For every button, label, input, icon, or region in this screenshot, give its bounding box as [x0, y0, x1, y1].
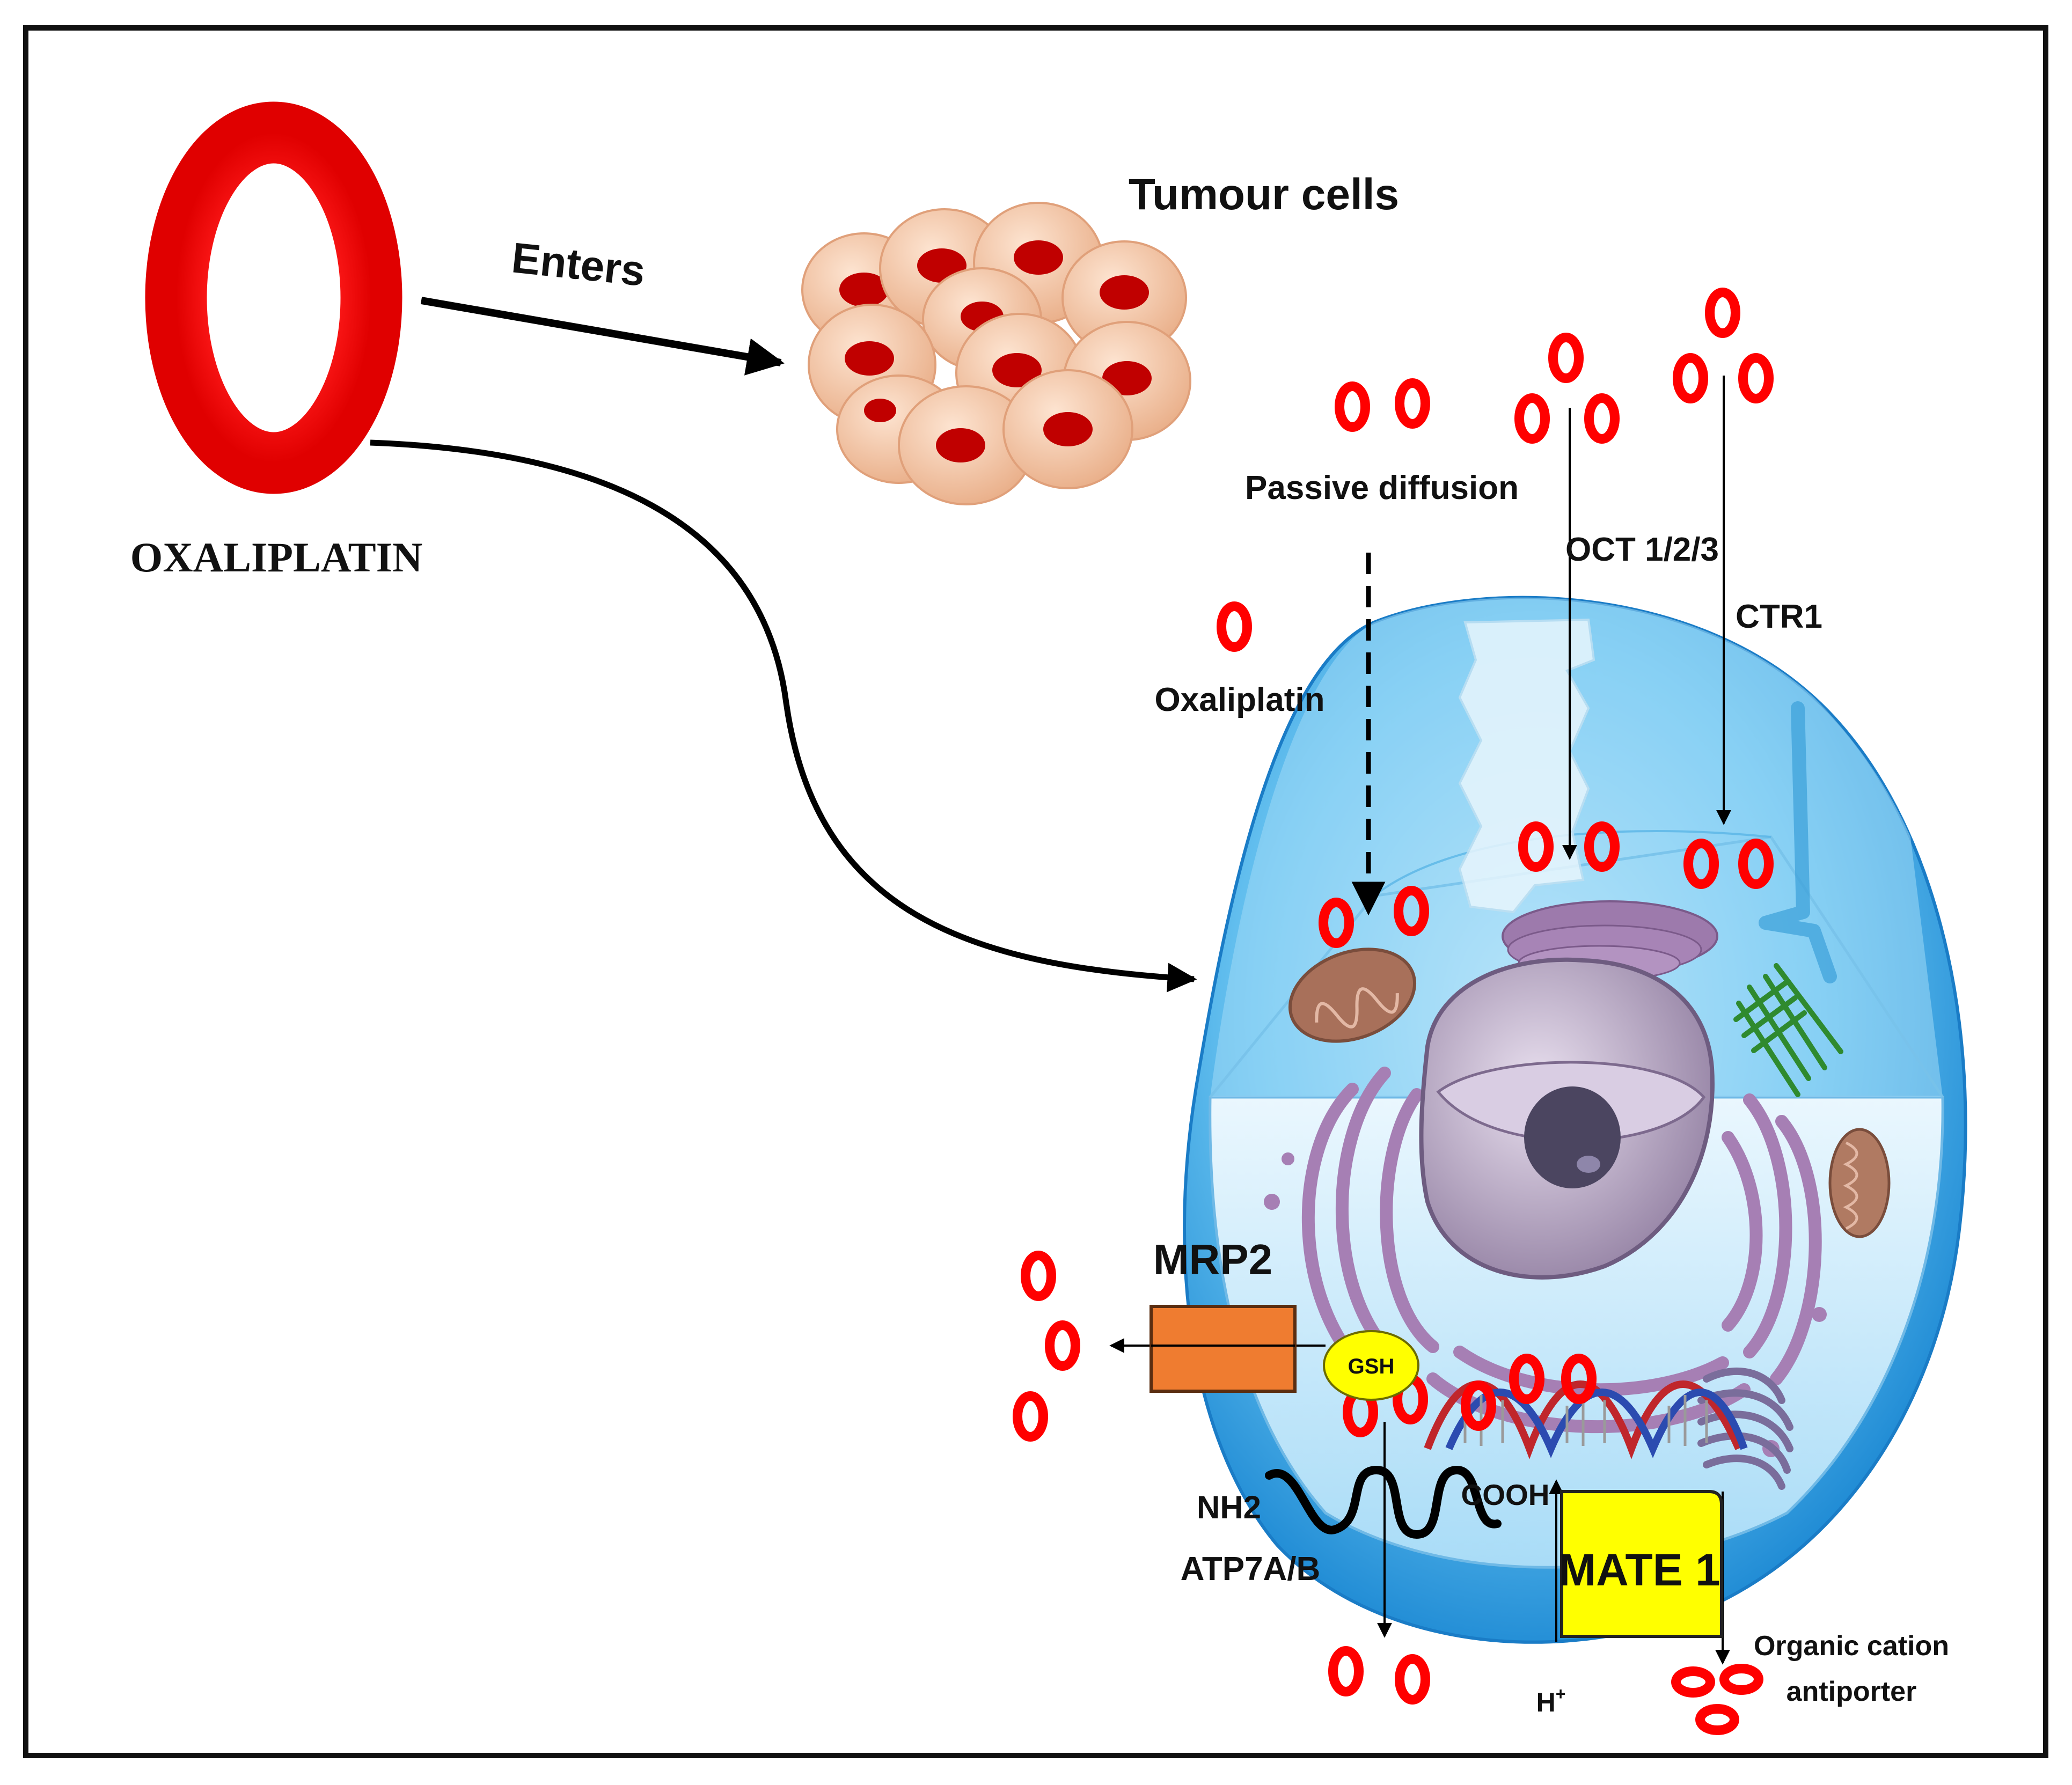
oxaliplatin-ring-icon — [1695, 1704, 1739, 1735]
ctr1-channel — [1759, 701, 1837, 983]
cooh-label: COOH — [1461, 1478, 1550, 1511]
oxaliplatin-ring-icon — [1394, 886, 1429, 936]
oxaliplatin-ring-icon — [1335, 381, 1370, 432]
gsh-label: GSH — [1348, 1355, 1395, 1378]
oct-label: OCT 1/2/3 — [1565, 531, 1719, 568]
oxaliplatin-ring-icon — [1518, 821, 1554, 872]
tumour-cell-cluster — [801, 202, 1191, 505]
gsh-molecule — [1323, 1330, 1419, 1401]
oxaliplatin-legend-label: Oxaliplatin — [1155, 681, 1325, 718]
mate1-label: MATE 1 — [1558, 1545, 1720, 1595]
oxaliplatin-legend-ring-icon — [1217, 601, 1252, 652]
oxaliplatin-ring-icon — [1395, 1654, 1430, 1705]
oxaliplatin-ring-icon — [1509, 1354, 1544, 1404]
h-plus-label: H+ — [1536, 1684, 1566, 1717]
oct-channel — [1458, 618, 1595, 914]
oxaliplatin-ring-icon — [1514, 393, 1550, 444]
oxaliplatin-ring-icon — [1738, 353, 1774, 403]
oxaliplatin-ring-icon — [1319, 898, 1354, 948]
mate1-transporter — [1560, 1490, 1723, 1638]
oxaliplatin-ring-icon — [1683, 839, 1719, 889]
oxaliplatin-ring-icon — [1013, 1391, 1048, 1442]
nucleolus — [1524, 1086, 1621, 1188]
cell — [1183, 596, 1967, 1644]
enters-arrow — [420, 297, 785, 376]
nh2-label: NH2 — [1197, 1489, 1261, 1525]
oxaliplatin-ring-icon — [1548, 333, 1584, 383]
enters-label: Enters — [509, 233, 647, 295]
mitochondrion-top — [1288, 947, 1417, 1043]
oxaliplatin-ring-icon — [1738, 839, 1774, 889]
oxaliplatin-ring-icon — [1584, 821, 1620, 872]
oxaliplatin-ring-icon — [1021, 1251, 1056, 1301]
mrp2-label: MRP2 — [1153, 1236, 1272, 1283]
oxaliplatin-ring-icon — [1673, 353, 1708, 403]
outer-frame — [23, 25, 2048, 1758]
centrosome — [1733, 963, 1843, 1097]
ctr1-label: CTR1 — [1736, 598, 1822, 635]
tumour-cells-label: Tumour cells — [1129, 170, 1399, 219]
organic-cation-label-line2: antiporter — [1787, 1676, 1917, 1707]
oxaliplatin-ring-icon — [1719, 1664, 1763, 1695]
passive-diffusion-label: Passive diffusion — [1245, 469, 1519, 506]
oxaliplatin-ring-icon — [1328, 1646, 1364, 1696]
oxaliplatin-title: OXALIPLATIN — [130, 534, 423, 581]
oxaliplatin-ring-icon — [1561, 1354, 1597, 1404]
uptake-curved-arrow — [370, 439, 1197, 993]
oxaliplatin-ring-icon — [1671, 1666, 1715, 1698]
oxaliplatin-ring-icon — [1045, 1320, 1080, 1371]
organic-cation-label-line1: Organic cation — [1754, 1630, 1949, 1662]
oxaliplatin-ring-icon — [1584, 393, 1620, 444]
oxaliplatin-ring-icon — [1705, 288, 1740, 338]
atp7ab-label: ATP7A/B — [1181, 1551, 1321, 1588]
oxaliplatin-ring-icon — [1461, 1380, 1496, 1431]
nucleus — [1419, 957, 1715, 1280]
mitochondrion-right — [1828, 1128, 1891, 1238]
oxaliplatin-large-ring-icon — [145, 101, 402, 494]
oxaliplatin-ring-icon — [1395, 378, 1430, 429]
mrp2-transporter — [1150, 1305, 1297, 1393]
atp7ab-protein — [1265, 1465, 1502, 1539]
